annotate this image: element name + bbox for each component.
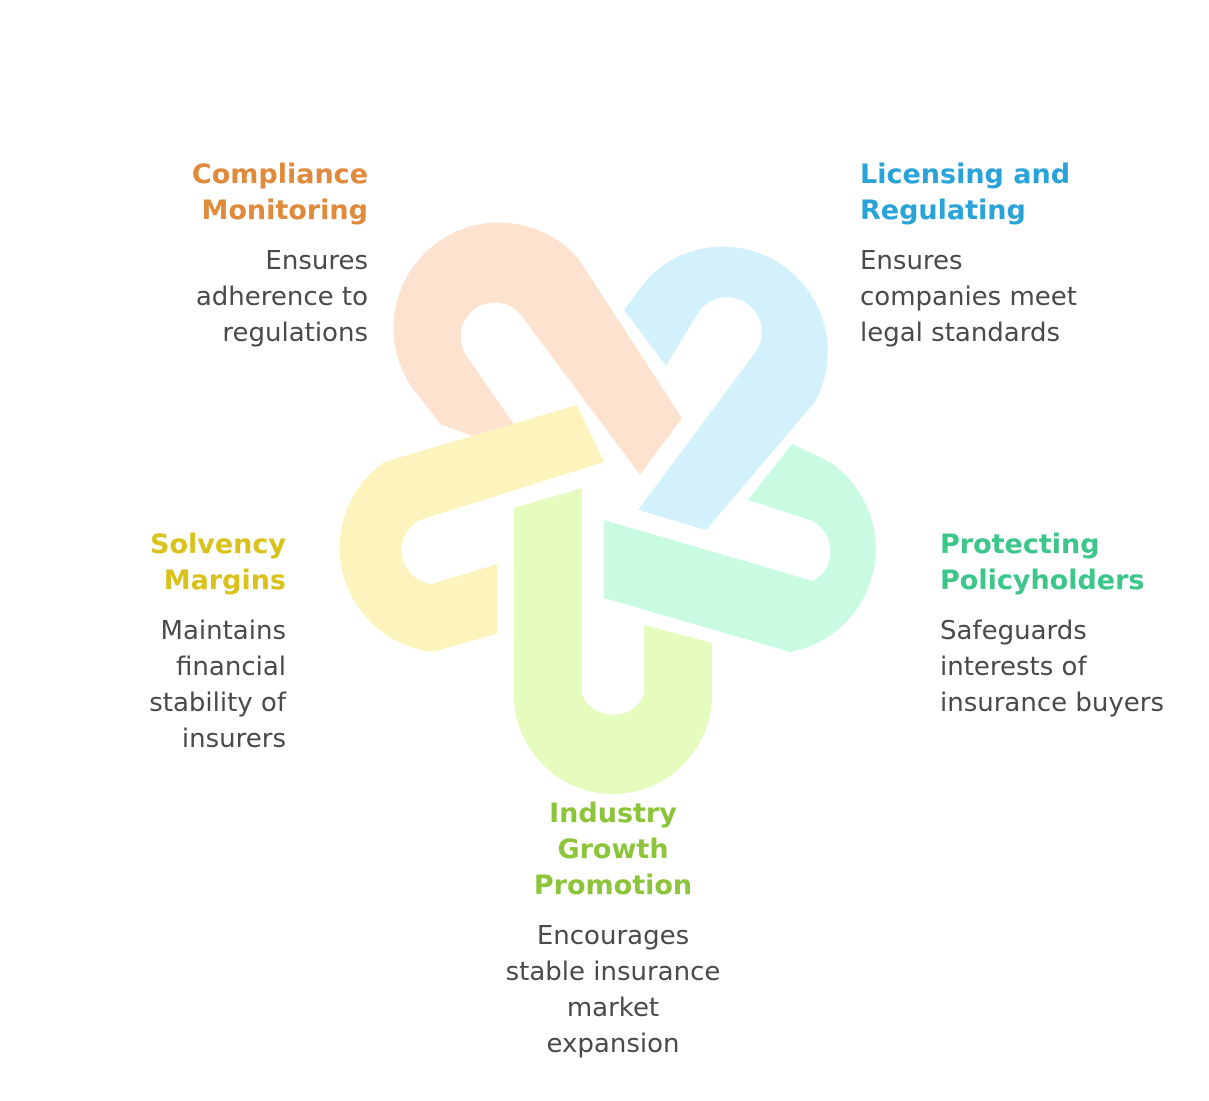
item-compliance-monitoring: Compliance Monitoring Ensures adherence … [100, 157, 368, 351]
loop-solvency [339, 405, 604, 652]
loop-protecting [604, 444, 876, 652]
item-title: Compliance Monitoring [191, 159, 368, 226]
item-description: Maintains financial stability of insurer… [149, 616, 286, 754]
item-title: Industry Growth Promotion [533, 798, 693, 901]
loop-industry [514, 488, 712, 794]
item-description: Ensures companies meet legal standards [860, 246, 1077, 348]
item-industry-growth-promotion: Industry Growth Promotion Encourages sta… [455, 796, 771, 1062]
item-licensing-regulating: Licensing and Regulating Ensures compani… [860, 157, 1140, 351]
item-description: Ensures adherence to regulations [195, 246, 368, 348]
item-solvency-margins: Solvency Margins Maintains financial sta… [60, 527, 286, 757]
item-title: Solvency Margins [150, 529, 286, 596]
item-protecting-policyholders: Protecting Policyholders Safeguards inte… [940, 527, 1200, 721]
loop-licensing [624, 246, 828, 530]
item-title: Protecting Policyholders [940, 529, 1145, 596]
item-description: Safeguards interests of insurance buyers [940, 616, 1164, 718]
loop-compliance [393, 222, 682, 475]
item-title: Licensing and Regulating [860, 159, 1071, 226]
item-description: Encourages stable insurance market expan… [505, 921, 721, 1059]
